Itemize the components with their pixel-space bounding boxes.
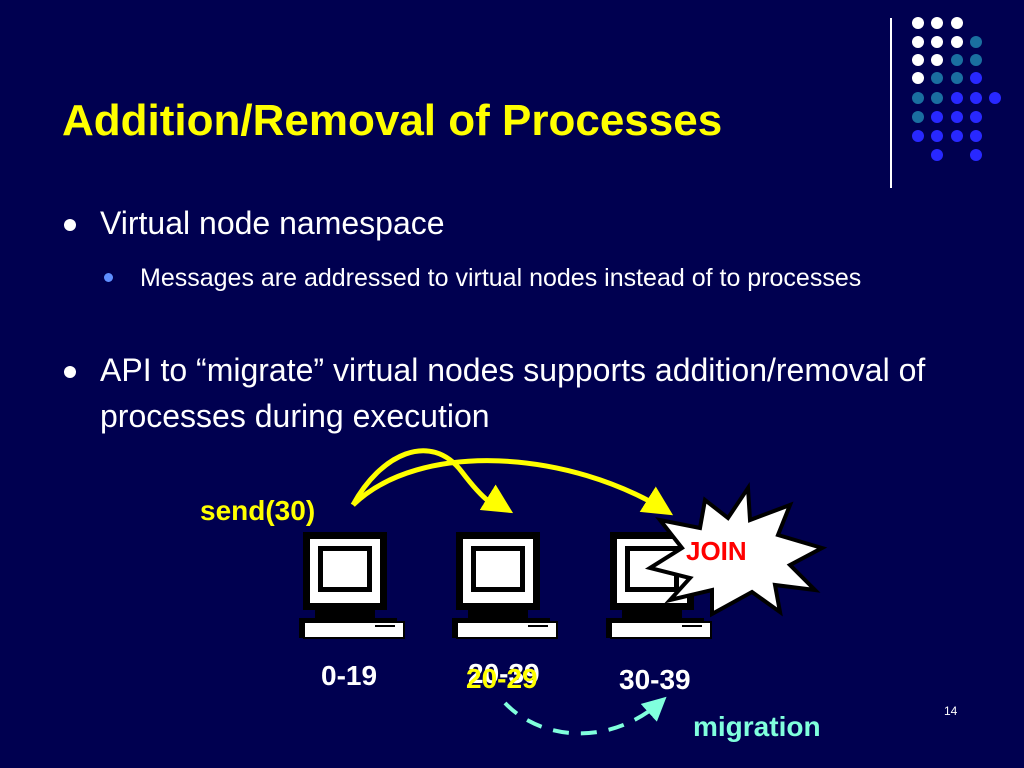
bullet-2-text: API to “migrate” virtual nodes supports … [100, 352, 926, 434]
slide-number: 14 [944, 704, 958, 718]
computer-icon [451, 531, 558, 639]
node-2-range: 20-29 [466, 663, 538, 694]
node-1-range: 0-19 [321, 660, 377, 691]
computer-icon [298, 531, 405, 639]
sub-bullet-dot-icon [104, 273, 113, 282]
join-label: JOIN [686, 536, 747, 566]
bullet-1: Virtual node namespace [62, 199, 932, 247]
sub-bullet-1: Messages are addressed to virtual nodes … [100, 259, 980, 297]
node-3-range: 30-39 [619, 664, 691, 695]
send-arrow-to-node-3 [351, 458, 674, 516]
bullet-1-text: Virtual node namespace [100, 205, 445, 241]
bullet-2: API to “migrate” virtual nodes supports … [62, 347, 962, 439]
bullet-dot-icon [64, 366, 76, 378]
migration-label: migration [693, 711, 821, 742]
starburst-icon [644, 481, 828, 618]
send-label: send(30) [200, 495, 315, 526]
dashed-arrow-icon [503, 696, 667, 736]
node-2-range-overlay: 20-39 [468, 658, 540, 689]
title-divider-line [890, 18, 892, 188]
decorative-dot-grid [912, 17, 1001, 161]
slide-title: Addition/Removal of Processes [62, 96, 723, 145]
sub-bullet-1-text: Messages are addressed to virtual nodes … [140, 264, 862, 292]
bullet-dot-icon [64, 219, 76, 231]
